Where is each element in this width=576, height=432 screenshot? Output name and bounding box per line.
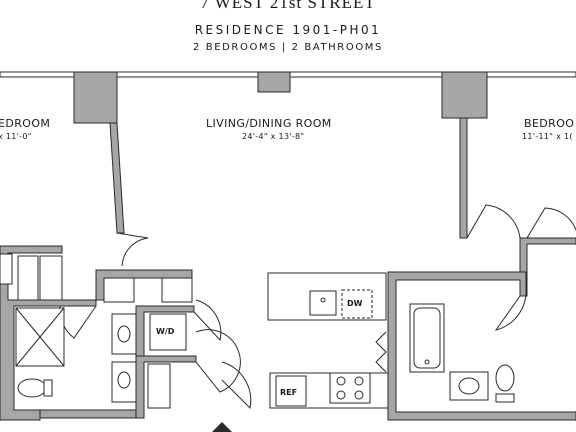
entry-arrow <box>212 422 232 432</box>
bedroom-left-dims: x 11'-0" <box>0 132 32 141</box>
closet-left-b <box>39 255 63 301</box>
closet-center-a <box>103 277 135 303</box>
door-swing-right-closet <box>526 207 576 239</box>
rooms-summary: 2 BEDROOMS | 2 BATHROOMS <box>193 42 383 53</box>
wall-closet-right <box>519 237 576 297</box>
kitchen-sink <box>309 290 337 316</box>
column-center <box>257 71 291 93</box>
closet-left-shelf <box>0 253 13 285</box>
living-room-dims: 24'-4" x 13'-8" <box>242 132 305 141</box>
wall-lower-left <box>39 409 137 419</box>
column-right <box>441 71 488 119</box>
bedroom-left-label: EDROOM <box>0 117 51 130</box>
bedroom-right-label: BEDROO <box>524 117 575 130</box>
dishwasher-box <box>341 289 373 319</box>
washer-dryer-unit <box>149 313 187 351</box>
hall-closet <box>147 363 171 409</box>
residence-title: RESIDENCE 1901-PH01 <box>194 23 382 37</box>
building-address: 7 WEST 21st STREET <box>200 0 376 12</box>
bedroom-right-dims: 11'-11" x 1( <box>522 132 573 141</box>
closet-left-a <box>17 255 39 301</box>
wall-partition-right <box>459 117 468 239</box>
wall-partition-left <box>109 122 125 234</box>
closet-center-b <box>161 277 193 303</box>
cooktop <box>329 372 371 404</box>
refrigerator-label: REF <box>280 388 298 397</box>
refrigerator-box <box>275 375 307 407</box>
dishwasher-label: DW <box>347 299 363 308</box>
door-swing-left-bath <box>59 305 97 339</box>
door-swing-left-bedroom <box>116 232 149 267</box>
door-swing-laundry <box>193 299 222 342</box>
door-swing-bath-right <box>494 291 527 331</box>
toilet-right <box>495 364 515 392</box>
door-swing-entry <box>221 361 252 410</box>
pantry-door <box>375 331 387 373</box>
living-room-label: LIVING/DINING ROOM <box>206 117 332 130</box>
door-swing-hall <box>195 329 241 393</box>
washer-dryer-label: W/D <box>156 327 175 336</box>
wall-bath-right <box>387 271 576 421</box>
toilet-left <box>17 378 47 398</box>
column-left <box>73 71 118 124</box>
door-swing-right-bedroom <box>466 204 521 239</box>
